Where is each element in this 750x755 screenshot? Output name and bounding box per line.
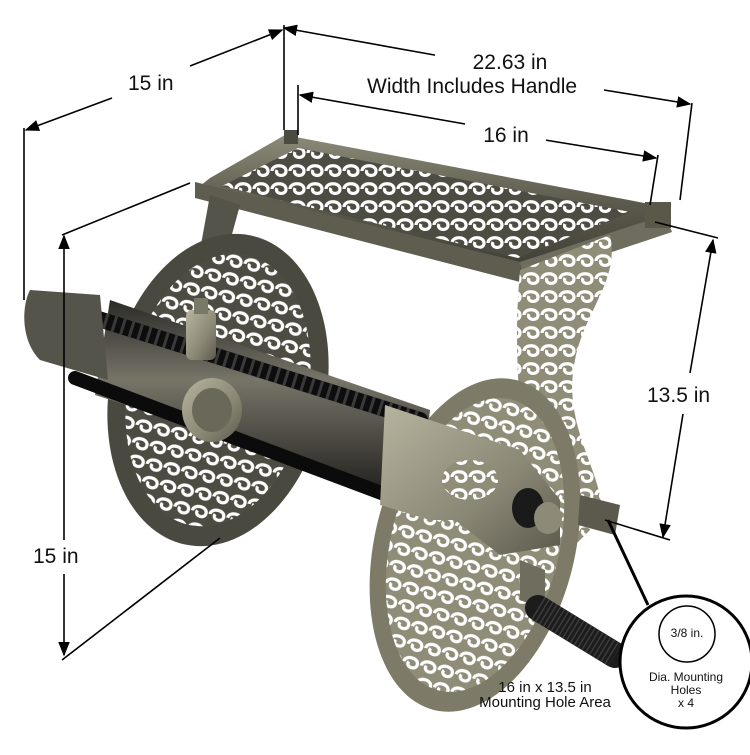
mount-width-label: 16 in: [466, 124, 546, 148]
hole-detail-line3: x 4: [677, 696, 694, 710]
hole-size-label: 3/8 in.: [670, 626, 704, 640]
mount-height-label: 13.5 in: [647, 384, 711, 408]
overall-width-label: 22.63 in: [435, 51, 585, 75]
left-end-cap: [24, 290, 108, 380]
mounting-area-line1: 16 in x 13.5 in: [498, 679, 592, 696]
hole-detail-line1: Dia. Mounting: [648, 670, 724, 684]
height-label: 15 in: [33, 545, 79, 569]
lower-rod: [68, 371, 407, 507]
depth-label: 15 in: [128, 72, 174, 96]
mounting-area-line2: Mounting Hole Area: [479, 694, 611, 711]
dimension-lines: [23, 24, 719, 661]
hose-connector: [182, 298, 242, 442]
hole-size-circle: [658, 605, 716, 663]
hose-coil: [62, 302, 428, 428]
overall-width-note: Width Includes Handle: [367, 75, 578, 99]
hole-detail-line2: Holes: [670, 683, 702, 697]
